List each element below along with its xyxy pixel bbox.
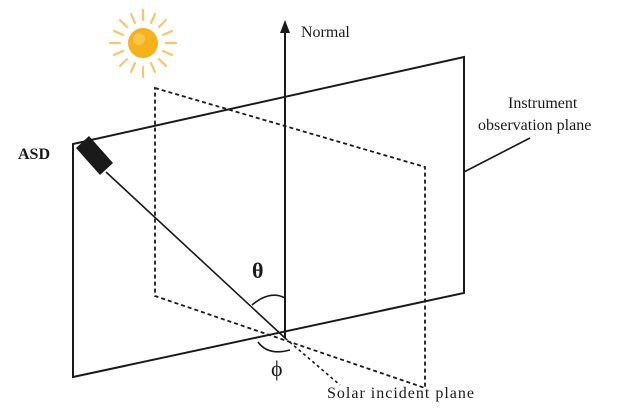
phi-label: ϕ bbox=[271, 356, 283, 381]
theta-label: θ bbox=[252, 258, 263, 283]
azimuth-line bbox=[284, 337, 341, 386]
asd-sensor-icon bbox=[76, 136, 113, 175]
solar-plane-label: Solar incident plane bbox=[327, 385, 475, 402]
theta-arc bbox=[251, 294, 286, 306]
normal-label: Normal bbox=[301, 24, 350, 41]
instrument-label-leader bbox=[463, 137, 531, 173]
asd-label: ASD bbox=[18, 146, 50, 163]
instrument-label-line1: Instrument bbox=[508, 95, 578, 112]
phi-arc bbox=[257, 341, 291, 353]
normal-arrow-icon bbox=[280, 20, 290, 33]
instrument-label-line2: observation plane bbox=[478, 117, 591, 134]
view-line bbox=[105, 171, 286, 339]
solar-incident-plane bbox=[154, 86, 426, 390]
sun-icon bbox=[108, 8, 178, 79]
instrument-observation-plane bbox=[72, 55, 465, 379]
